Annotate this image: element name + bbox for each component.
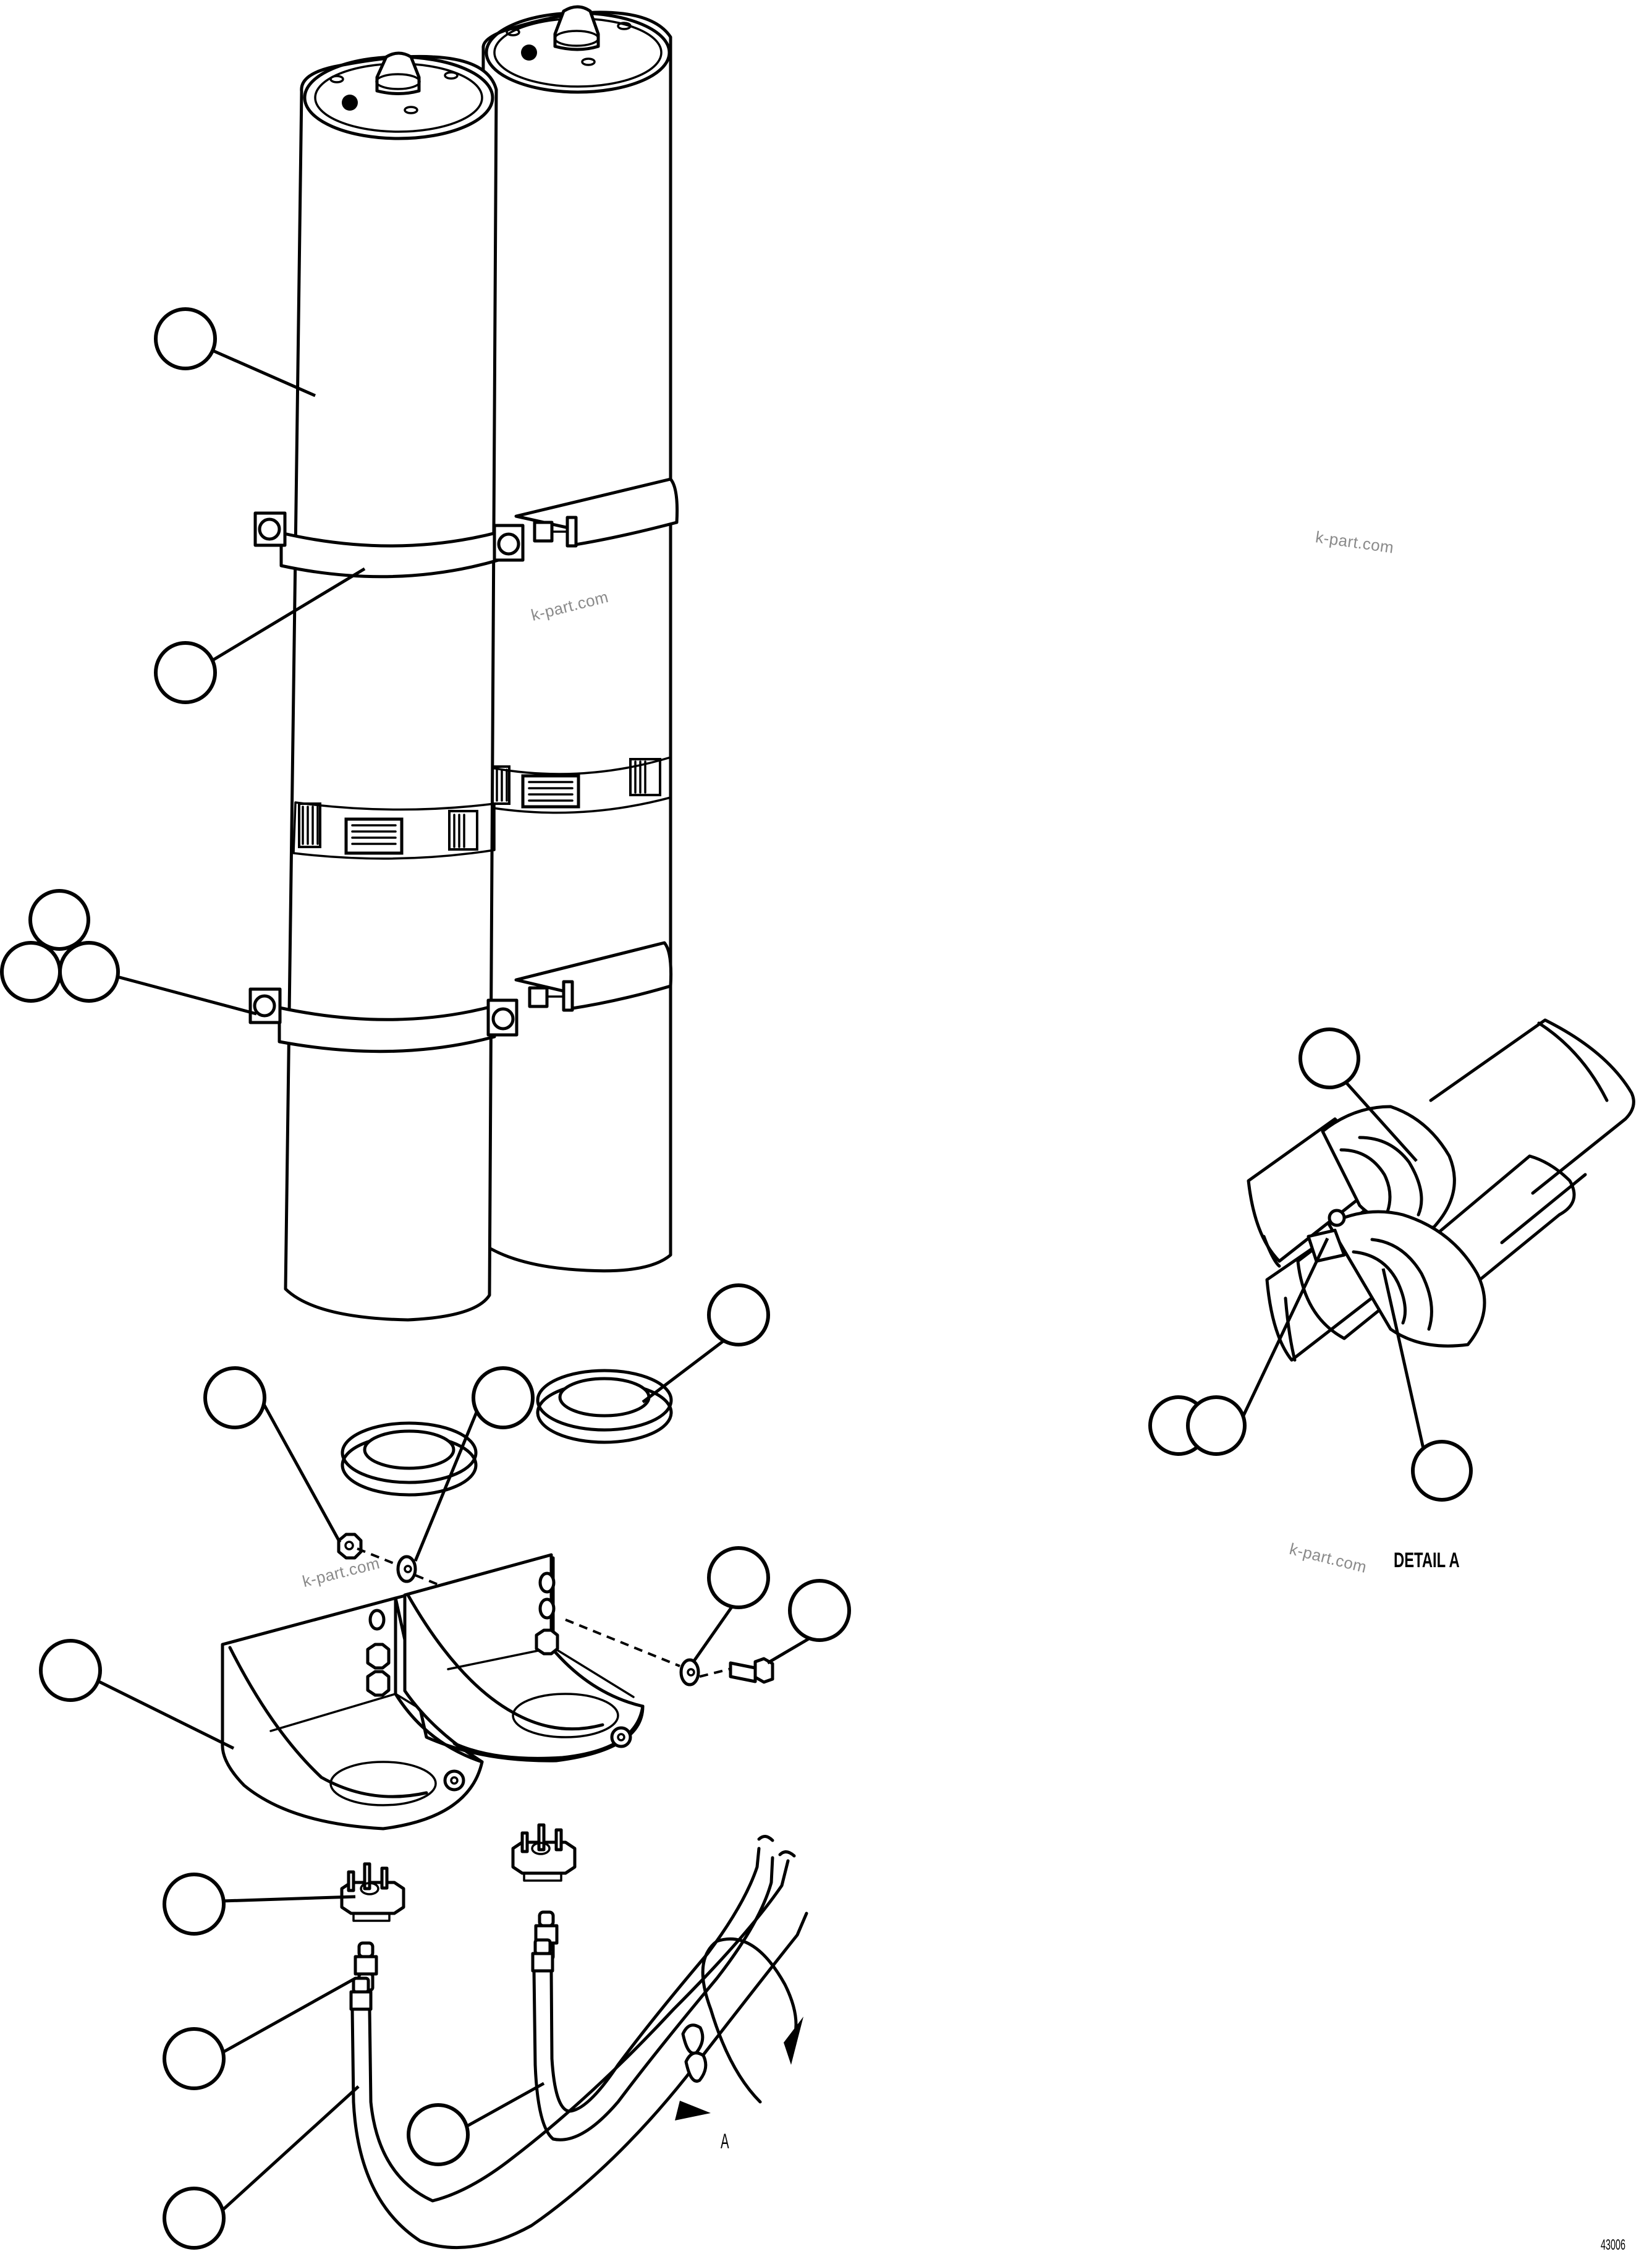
detail-a-title: DETAIL A — [1394, 1549, 1460, 1572]
hose-assembly — [349, 1835, 808, 2250]
locknut — [337, 1533, 363, 1560]
filter-head-rear — [511, 1823, 577, 1882]
filter-head-front — [340, 1862, 405, 1922]
callout-mounting-bracket[interactable] — [39, 1639, 102, 1702]
arrow-down-icon — [784, 2017, 803, 2065]
detail-a-view — [1247, 1018, 1635, 1362]
callout-filter-head[interactable] — [163, 1873, 226, 1936]
callout-filter-canister[interactable] — [154, 307, 217, 370]
callout-locknut[interactable] — [203, 1366, 266, 1429]
callout-adapter-fitting[interactable] — [163, 2027, 226, 2090]
filter-canister-rear — [479, 5, 679, 1273]
decal-icon — [298, 802, 478, 855]
callout-detail-clamp-nut[interactable] — [1186, 1395, 1247, 1456]
callout-mounting-strap[interactable] — [154, 641, 217, 704]
callout-hose-right[interactable] — [407, 2103, 470, 2166]
callout-strap-bolt-b[interactable] — [0, 941, 62, 1003]
drawing-number: 43006 — [1601, 2237, 1626, 2253]
callout-hose-left[interactable] — [163, 2187, 226, 2250]
callout-detail-hose-clamp-top[interactable] — [1298, 1027, 1360, 1089]
arrow-right-icon — [675, 2101, 711, 2120]
callout-washer-left[interactable] — [472, 1366, 535, 1429]
callout-detail-hose-clamp-bottom[interactable] — [1411, 1440, 1473, 1502]
callout-strap-bolt-a[interactable] — [28, 889, 90, 951]
callout-strap-bolt-c[interactable] — [58, 941, 120, 1003]
washer-right — [679, 1658, 700, 1686]
callout-cap-screw[interactable] — [788, 1579, 851, 1642]
cap-screw — [729, 1657, 774, 1684]
callout-gasket[interactable] — [707, 1283, 770, 1346]
leader-lines — [98, 349, 1425, 2211]
callouts — [0, 307, 1473, 2250]
mounting-bracket — [221, 1553, 645, 1831]
washer-left — [396, 1555, 417, 1583]
view-marker-a: A — [721, 2130, 729, 2153]
gasket-front — [341, 1421, 478, 1497]
gasket-rear — [536, 1369, 673, 1444]
callout-washer-right[interactable] — [707, 1546, 770, 1609]
filter-canister-front — [248, 51, 525, 1322]
